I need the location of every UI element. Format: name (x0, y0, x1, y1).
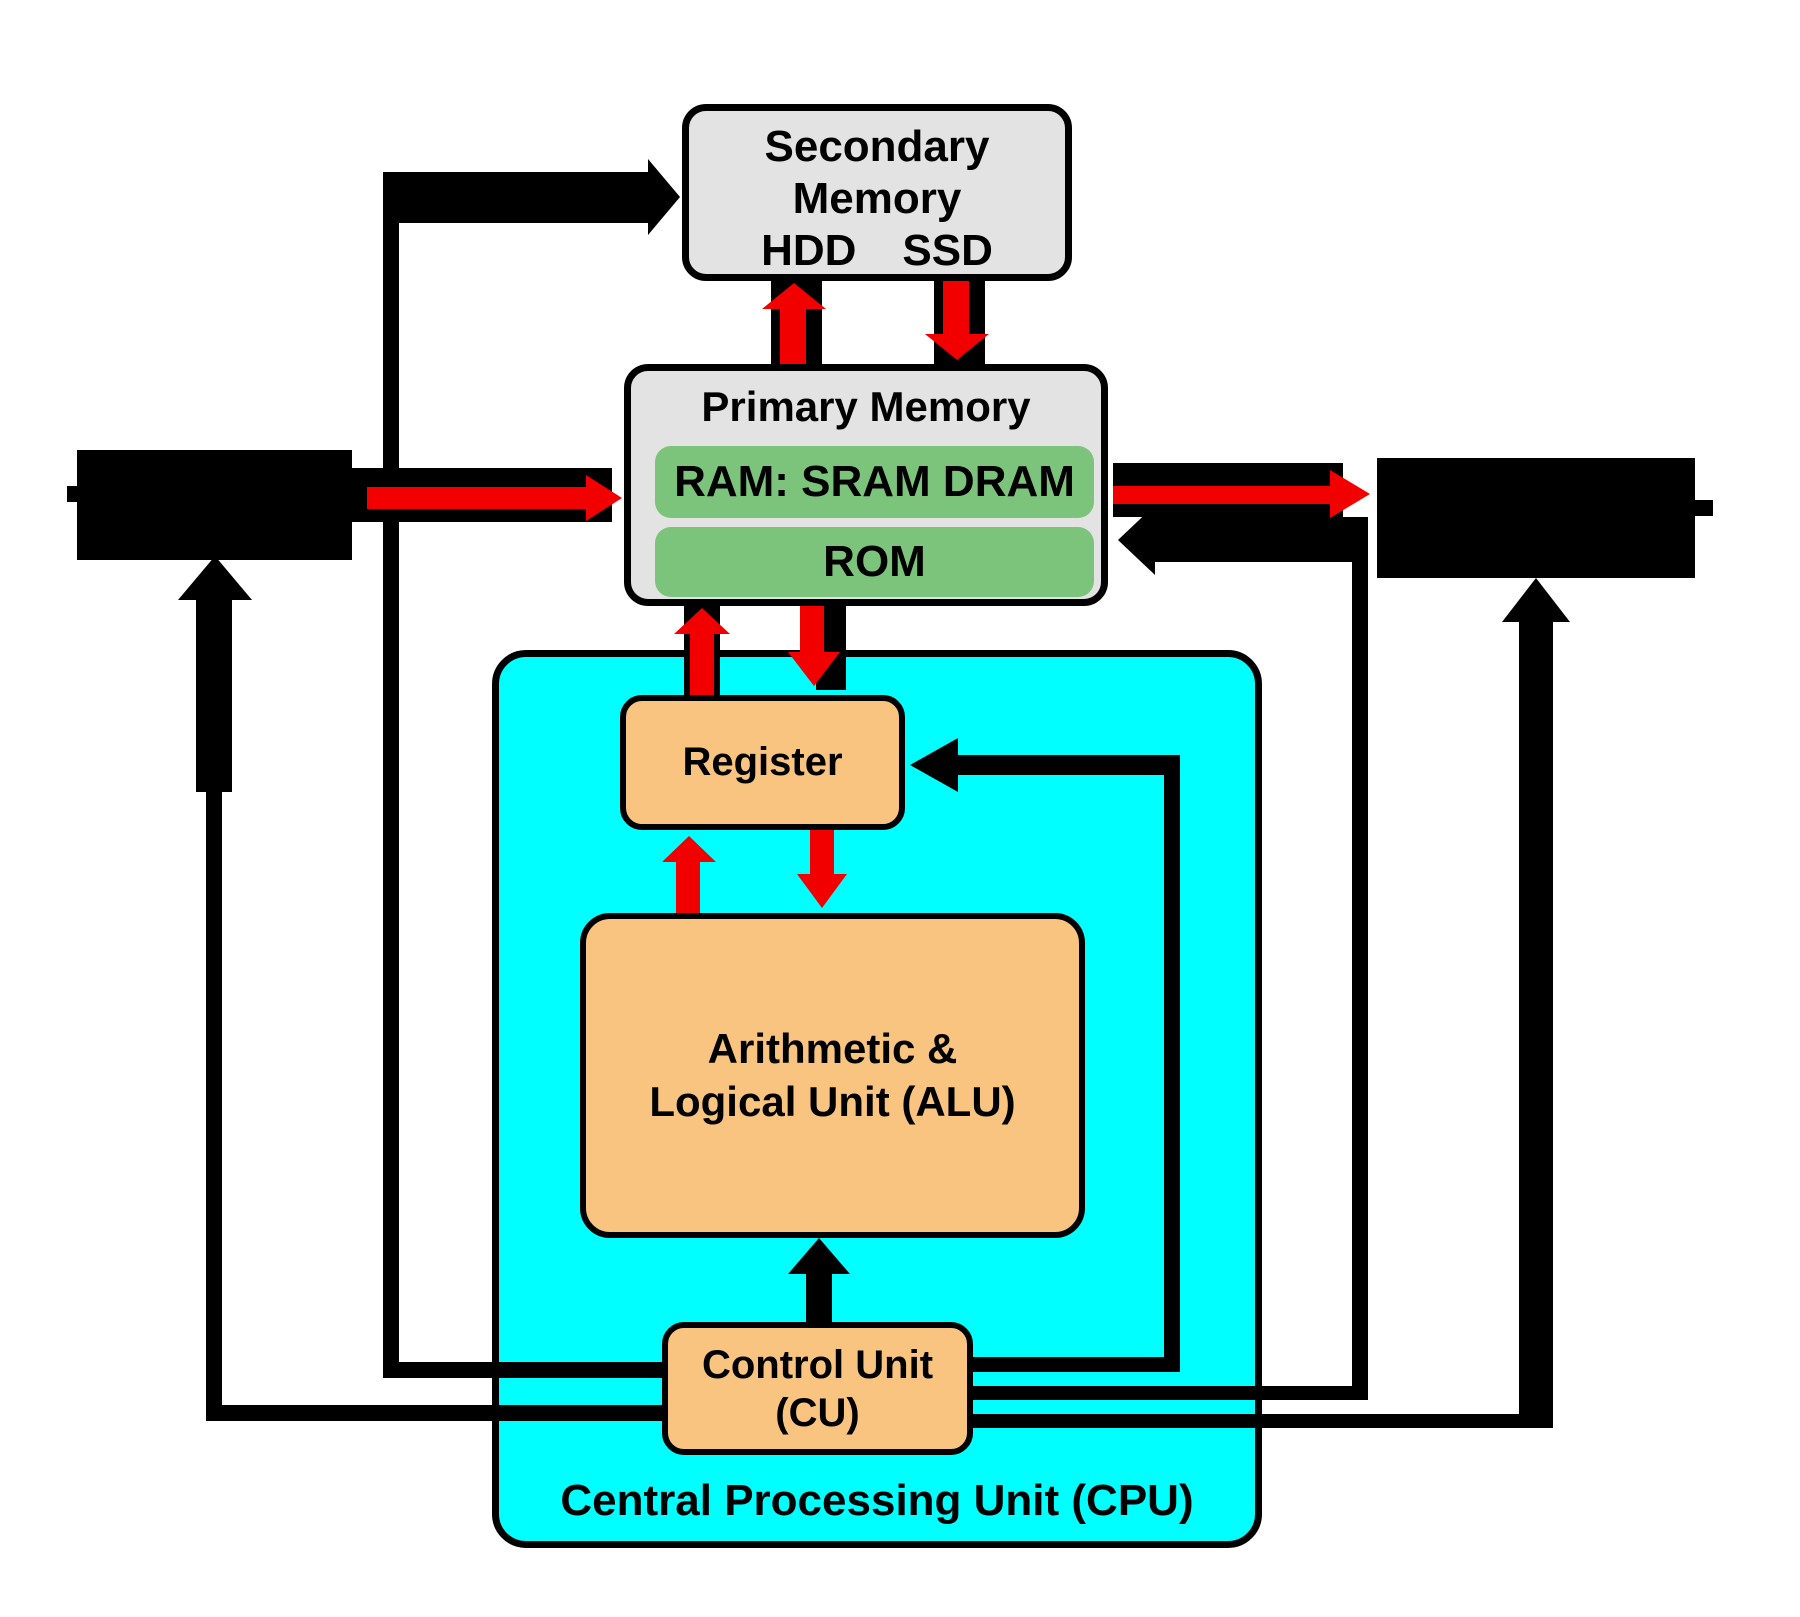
output-device-tab (1695, 500, 1713, 516)
control-unit-label-line2: (CU) (775, 1390, 860, 1435)
cu-to-secondary-vline (383, 172, 399, 1378)
cu-to-register-hline2 (955, 755, 1180, 775)
cu-to-alu-shaft (806, 1270, 832, 1322)
pm-to-reg-red-head-icon (788, 652, 840, 686)
sm-to-pm-red-shaft (943, 281, 969, 338)
input-device-tab (67, 486, 79, 502)
output-device-box (1377, 458, 1695, 578)
reg-to-pm-red-shaft (690, 628, 714, 695)
alu-to-reg-red-shaft (676, 858, 700, 913)
arrowhead-up-input-icon (178, 556, 252, 600)
alu-label-line1: Arithmetic & (707, 1025, 958, 1072)
primary-memory-box: Primary Memory RAM: SRAM DRAM ROM (624, 364, 1108, 606)
pm-to-reg-red-shaft (800, 606, 824, 658)
ssd-label: SSD (902, 225, 993, 275)
register-box: Register (620, 695, 905, 830)
rom-label: ROM (823, 537, 926, 586)
input-device-box (77, 450, 352, 560)
reg-to-alu-red-shaft (810, 830, 834, 880)
arrowhead-up-alu-icon (788, 1238, 850, 1274)
cu-to-secondary-topbar (383, 172, 648, 223)
cu-to-output-hline (973, 1414, 1553, 1428)
cu-to-pm-vline (1352, 540, 1368, 1400)
pm-to-output-red-head-icon (1330, 470, 1370, 518)
control-unit-box: Control Unit (CU) (662, 1322, 973, 1455)
cu-to-pm-hline (973, 1386, 1368, 1400)
control-unit-label-line1: Control Unit (701, 1342, 934, 1387)
input-to-pm-red-shaft (367, 487, 596, 509)
ram-box: RAM: SRAM DRAM (655, 446, 1094, 518)
pm-to-output-red-shaft (1113, 486, 1336, 504)
pm-to-sm-red-head-icon (762, 283, 826, 309)
sm-to-pm-red-head-icon (925, 334, 989, 360)
cu-to-input-hline (214, 1405, 662, 1421)
arrowhead-left-register-icon (910, 738, 958, 792)
primary-memory-title: Primary Memory (701, 383, 1031, 430)
alu-box: Arithmetic & Logical Unit (ALU) (580, 913, 1085, 1238)
register-label: Register (682, 740, 843, 784)
cu-to-secondary-hline (383, 1362, 662, 1378)
cpu-label: Central Processing Unit (CPU) (560, 1476, 1194, 1525)
cu-to-pm-bar (1150, 517, 1368, 562)
alu-label-line2: Logical Unit (ALU) (649, 1077, 1016, 1125)
cu-to-output-vline (1519, 620, 1553, 1428)
secondary-memory-items: HDD SSD (689, 225, 1065, 277)
secondary-memory-box: Secondary Memory HDD SSD (682, 104, 1072, 281)
arrowhead-up-output-icon (1502, 578, 1570, 622)
pm-to-sm-red-shaft (780, 300, 806, 364)
secondary-memory-title: Secondary Memory (764, 122, 990, 223)
rom-box: ROM (655, 527, 1094, 597)
cu-to-register-vline (1164, 758, 1180, 1372)
reg-to-alu-red-head-icon (797, 874, 847, 908)
hdd-label: HDD (761, 225, 857, 275)
cu-to-input-shaft (196, 592, 232, 792)
arrowhead-right-secondary-icon (648, 159, 680, 235)
alu-to-reg-red-head-icon (662, 836, 716, 862)
cu-to-register-hline1 (973, 1357, 1180, 1372)
input-to-pm-red-head-icon (586, 475, 622, 521)
reg-to-pm-red-head-icon (674, 608, 730, 634)
cu-to-input-vline (206, 640, 222, 1421)
ram-label: RAM: SRAM DRAM (674, 457, 1075, 506)
